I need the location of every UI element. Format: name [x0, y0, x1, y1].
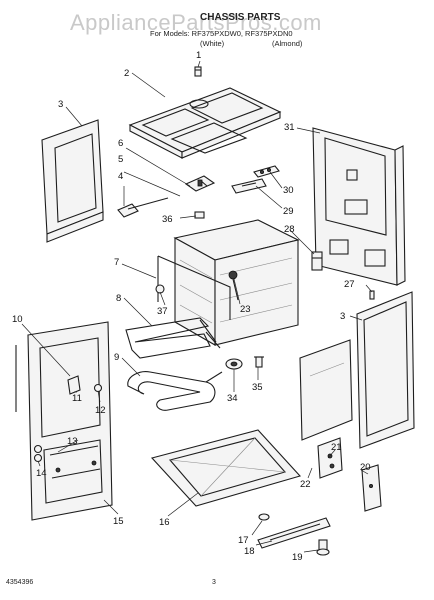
part-17-clip [258, 513, 270, 521]
part-2-cooktop-top [128, 87, 282, 159]
callout-14: 14 [36, 468, 47, 479]
part-14-foot-leveler [33, 444, 43, 463]
oven-cavity [173, 219, 300, 346]
callout-9: 9 [114, 352, 119, 363]
part-16-drawer-pan [150, 429, 302, 507]
callout-labels: 1 2 3 4 5 6 7 8 9 10 11 12 13 14 15 16 1… [12, 50, 371, 563]
part-35-screw [254, 356, 264, 368]
callout-29: 29 [283, 206, 294, 217]
page-title: CHASSIS PARTS [200, 12, 281, 23]
callout-28: 28 [284, 224, 295, 235]
callout-36: 36 [162, 214, 173, 225]
part-8-broil-element [125, 317, 221, 359]
callout-11: 11 [72, 393, 82, 404]
callout-6: 6 [118, 138, 123, 149]
callout-7: 7 [114, 257, 119, 268]
part-18-drawer-slide [257, 517, 331, 549]
callout-21: 21 [331, 442, 342, 453]
part-37-bushing [155, 284, 165, 294]
part-19-leveling-leg [316, 539, 330, 556]
variant-almond: (Almond) [272, 39, 303, 48]
part-15-door-frame [27, 321, 113, 521]
part-12-door-screw [93, 383, 103, 393]
callout-10: 10 [12, 314, 23, 325]
callout-8: 8 [116, 293, 121, 304]
part-31-rear-panel [312, 127, 406, 286]
part-28-sensor-mount [311, 251, 323, 271]
callout-12: 12 [95, 405, 106, 416]
part-9-bake-element [127, 371, 223, 411]
part-27-screw [369, 290, 375, 300]
part-34-knob [225, 358, 243, 370]
watermark-text: AppliancePartsPros.com [70, 10, 322, 35]
part-22-inner-panel [299, 339, 353, 441]
callout-20: 20 [360, 462, 371, 473]
callout-2: 2 [124, 68, 129, 79]
part-3-side-panel-right [356, 291, 415, 449]
document-number: 4354396 [6, 579, 33, 586]
callout-17: 17 [238, 535, 249, 546]
part-20-hinge [361, 464, 382, 512]
callout-15: 15 [113, 516, 124, 527]
callout-23: 23 [240, 304, 251, 315]
callout-30: 30 [283, 185, 294, 196]
part-23-oven-sensor [228, 270, 239, 301]
callout-5: 5 [118, 154, 123, 165]
part-6-wire-harness [184, 175, 216, 192]
part-21-hinge-bracket [317, 437, 343, 479]
variant-white: (White) [200, 39, 225, 48]
callout-19: 19 [292, 552, 303, 563]
callout-13: 13 [67, 436, 78, 447]
callout-31: 31 [284, 122, 295, 133]
callout-37: 37 [157, 306, 168, 317]
callout-22: 22 [300, 479, 311, 490]
callout-35: 35 [252, 382, 263, 393]
part-36-clip [194, 211, 205, 219]
callout-1: 1 [196, 50, 201, 61]
callout-34: 34 [227, 393, 238, 404]
callout-3-left: 3 [58, 99, 63, 110]
callout-4: 4 [118, 171, 123, 182]
part-7-element-support [157, 255, 231, 320]
part-13-door-trim [49, 445, 101, 479]
callout-27: 27 [344, 279, 355, 290]
part-30-terminal-block [253, 165, 280, 178]
leader-lines [21, 60, 373, 553]
part-4-thermostat-switch [117, 197, 169, 218]
callout-3-right: 3 [340, 311, 345, 322]
callout-16: 16 [159, 517, 170, 528]
part-3-side-panel-left [41, 119, 104, 243]
part-29-bracket [231, 178, 267, 194]
callout-18: 18 [244, 546, 255, 557]
page-number: 3 [212, 579, 216, 586]
models-line: For Models: RF375PXDW0, RF375PXDN0 [150, 29, 293, 38]
part-1-screw [194, 66, 202, 77]
part-11-door-hinge [67, 375, 81, 395]
